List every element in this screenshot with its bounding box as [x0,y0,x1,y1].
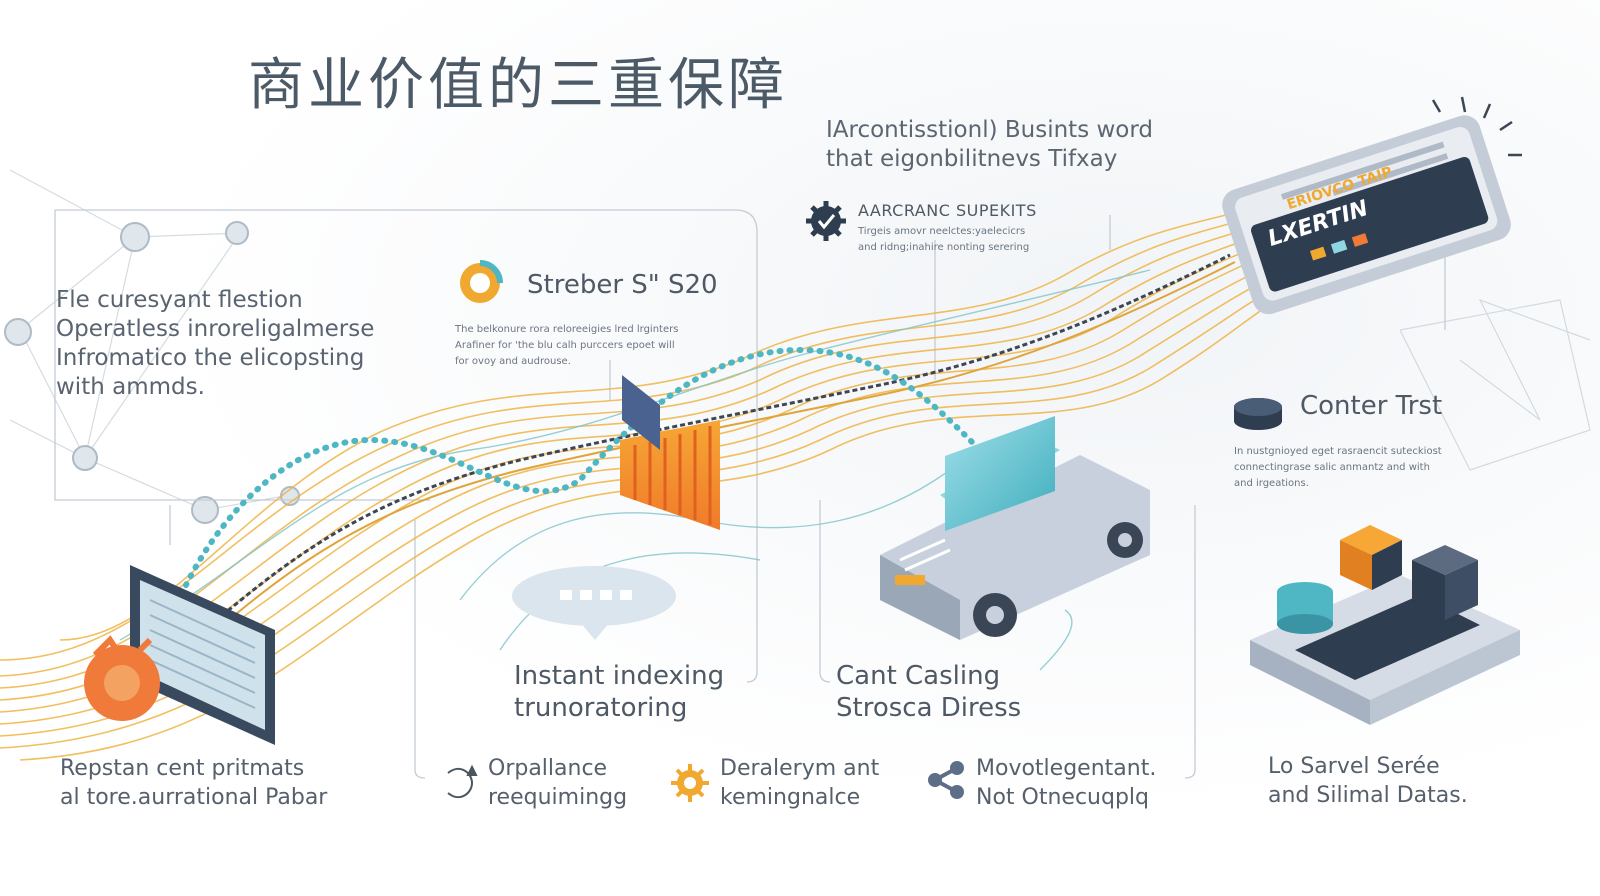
center-body: The belkonure rora reloreeigies lred lrg… [455,324,679,367]
center-heading: Streber S" S20 [527,270,718,300]
monitor-illustration [84,565,275,745]
sun-gear-icon [671,764,709,802]
caption-cant: Cant Casling Strosca Diress [836,661,1022,723]
orange-swirl-icon [460,260,503,303]
subtitle: IArcontisstionl) Busints word that eigon… [826,117,1154,172]
left-body: Fle curesyant flestion Operatless inrore… [56,287,375,400]
page-title: 商业价值的三重保障 [248,53,788,118]
braided-cord [148,253,1231,682]
badge-body: Tirgeis amovr neelctes:yaelecicrs and ri… [858,226,1030,253]
car-illustration [880,416,1150,640]
dark-server [1412,545,1478,620]
share-icon [928,761,964,799]
panel-frames [54,209,1446,779]
caption-movotlegentant: Movotlegentant. Not Otnecuqplq [976,756,1157,810]
caption-instant: Instant indexing trunoratoring [514,661,725,723]
orange-cube [1340,525,1402,590]
bar-block-illustration [620,375,720,530]
badge-heading: AARCRANC SUPEKITS [858,201,1037,220]
bead-arc [157,346,983,653]
database-icon [1234,398,1282,430]
caption-repstan: Repstan cent pritmats al tore.aurrationa… [60,756,328,810]
phone-device [1222,115,1511,315]
caption-orpallance: Orpallance reequimingg [488,756,628,810]
phone-rays [1431,96,1522,157]
network-nodes [4,221,300,524]
right-body: In nustgnioyed eget rasraencit suteckios… [1234,446,1442,489]
speech-bubble [512,566,676,640]
gear-check-icon [806,201,846,241]
flow-icon [447,764,478,799]
server-stack-illustration [1250,525,1520,725]
right-heading: Conter Trst [1300,391,1443,421]
caption-losarvel: Lo Sarvel Serée and Silimal Datas. [1268,754,1468,808]
caption-deralerym: Deralerym ant kemingnalce [720,756,880,810]
